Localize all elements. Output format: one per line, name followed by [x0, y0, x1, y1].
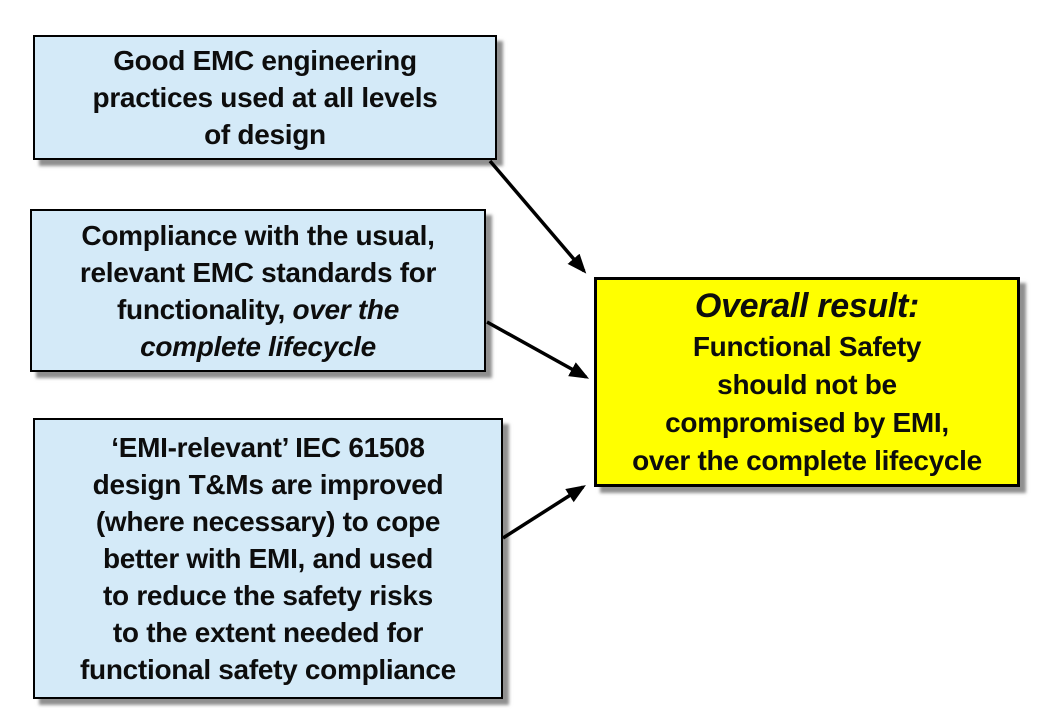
- arrow-bottom-to-result: [502, 485, 586, 540]
- box-overall-result: Overall result: Functional Safety should…: [594, 277, 1020, 487]
- box-emc-standards-compliance: Compliance with the usual, relevant EMC …: [30, 209, 486, 372]
- box-emc-standards-compliance-text: Compliance with the usual, relevant EMC …: [79, 217, 437, 365]
- arrow-top-to-result: [488, 159, 587, 274]
- box-good-emc-practices: Good EMC engineering practices used at a…: [33, 35, 497, 160]
- arrow-mid-to-result: [486, 320, 590, 379]
- box-emi-relevant-iec61508: ‘EMI-relevant’ IEC 61508 design T&Ms are…: [33, 418, 503, 699]
- overall-result-heading: Overall result:: [694, 287, 920, 325]
- box-emi-relevant-iec61508-text: ‘EMI-relevant’ IEC 61508 design T&Ms are…: [80, 432, 456, 685]
- box-good-emc-practices-text: Good EMC engineering practices used at a…: [92, 45, 438, 150]
- box-emc-standards-compliance-text-regular: Compliance with the usual, relevant EMC …: [79, 219, 437, 325]
- overall-result-body: Functional Safety should not be compromi…: [632, 331, 982, 476]
- box-emc-standards-compliance-text-italic: over the complete lifecycle: [140, 293, 399, 362]
